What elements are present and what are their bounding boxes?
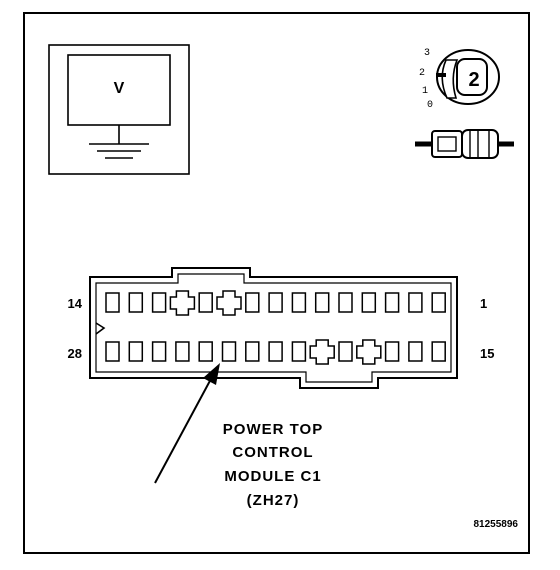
cavity [431,292,446,313]
ignition-switch-icon: 3 2 1 0 2 [419,48,500,111]
cavity-power [169,290,196,316]
cavity [128,292,144,313]
cavity-power [216,290,242,316]
cavity [151,292,167,313]
cavity [245,292,260,313]
callout-arrow [154,363,220,484]
connector-shell [89,267,458,389]
callout-line-3: MODULE C1 [224,468,321,485]
cavity [198,341,213,362]
ignition-position-0: 0 [427,100,433,111]
cavity [291,341,307,362]
callout-line-1: POWER TOP [223,421,323,438]
voltmeter-symbol: V [114,80,125,97]
pin-label-28: 28 [68,346,82,361]
connector-c1: 14 1 28 15 [68,267,494,389]
cavity [151,341,167,362]
cavity [268,292,283,313]
cavity [338,292,353,313]
key-head [456,58,488,96]
cavity [408,341,423,362]
ignition-position-3: 3 [424,48,430,59]
connector-inner [95,273,452,383]
cavity [128,341,144,362]
cavity [314,292,330,313]
cavity [408,292,423,313]
ignition-position-1: 1 [422,86,428,97]
cavity [384,341,400,362]
connector-key-notch [95,322,106,335]
cavity [384,292,400,313]
figure-border [23,12,530,554]
voltmeter-body [48,44,190,175]
callout-line-4: (ZH27) [247,492,300,509]
ignition-position-2: 2 [419,68,425,79]
cavity-power [309,339,335,365]
cavity [105,341,120,362]
figure-id: 81255896 [474,519,519,530]
callout-line-2: CONTROL [232,444,313,461]
cavity [291,292,307,313]
ignition-selected-position: 2 [468,69,479,91]
cavity [338,341,353,362]
pin-label-1: 1 [480,296,487,311]
cavity [175,341,190,362]
connector-cavities [105,290,446,365]
cavity [431,341,446,362]
test-connector-icon [415,129,514,159]
cavity [198,292,213,313]
cavity-power [356,339,382,365]
pin-label-15: 15 [480,346,494,361]
voltmeter-icon: V [48,44,190,175]
cavity [221,341,237,362]
cavity [268,341,283,362]
cavity [105,292,120,313]
cavity [361,292,377,313]
pin-label-14: 14 [68,296,83,311]
cavity [245,341,260,362]
